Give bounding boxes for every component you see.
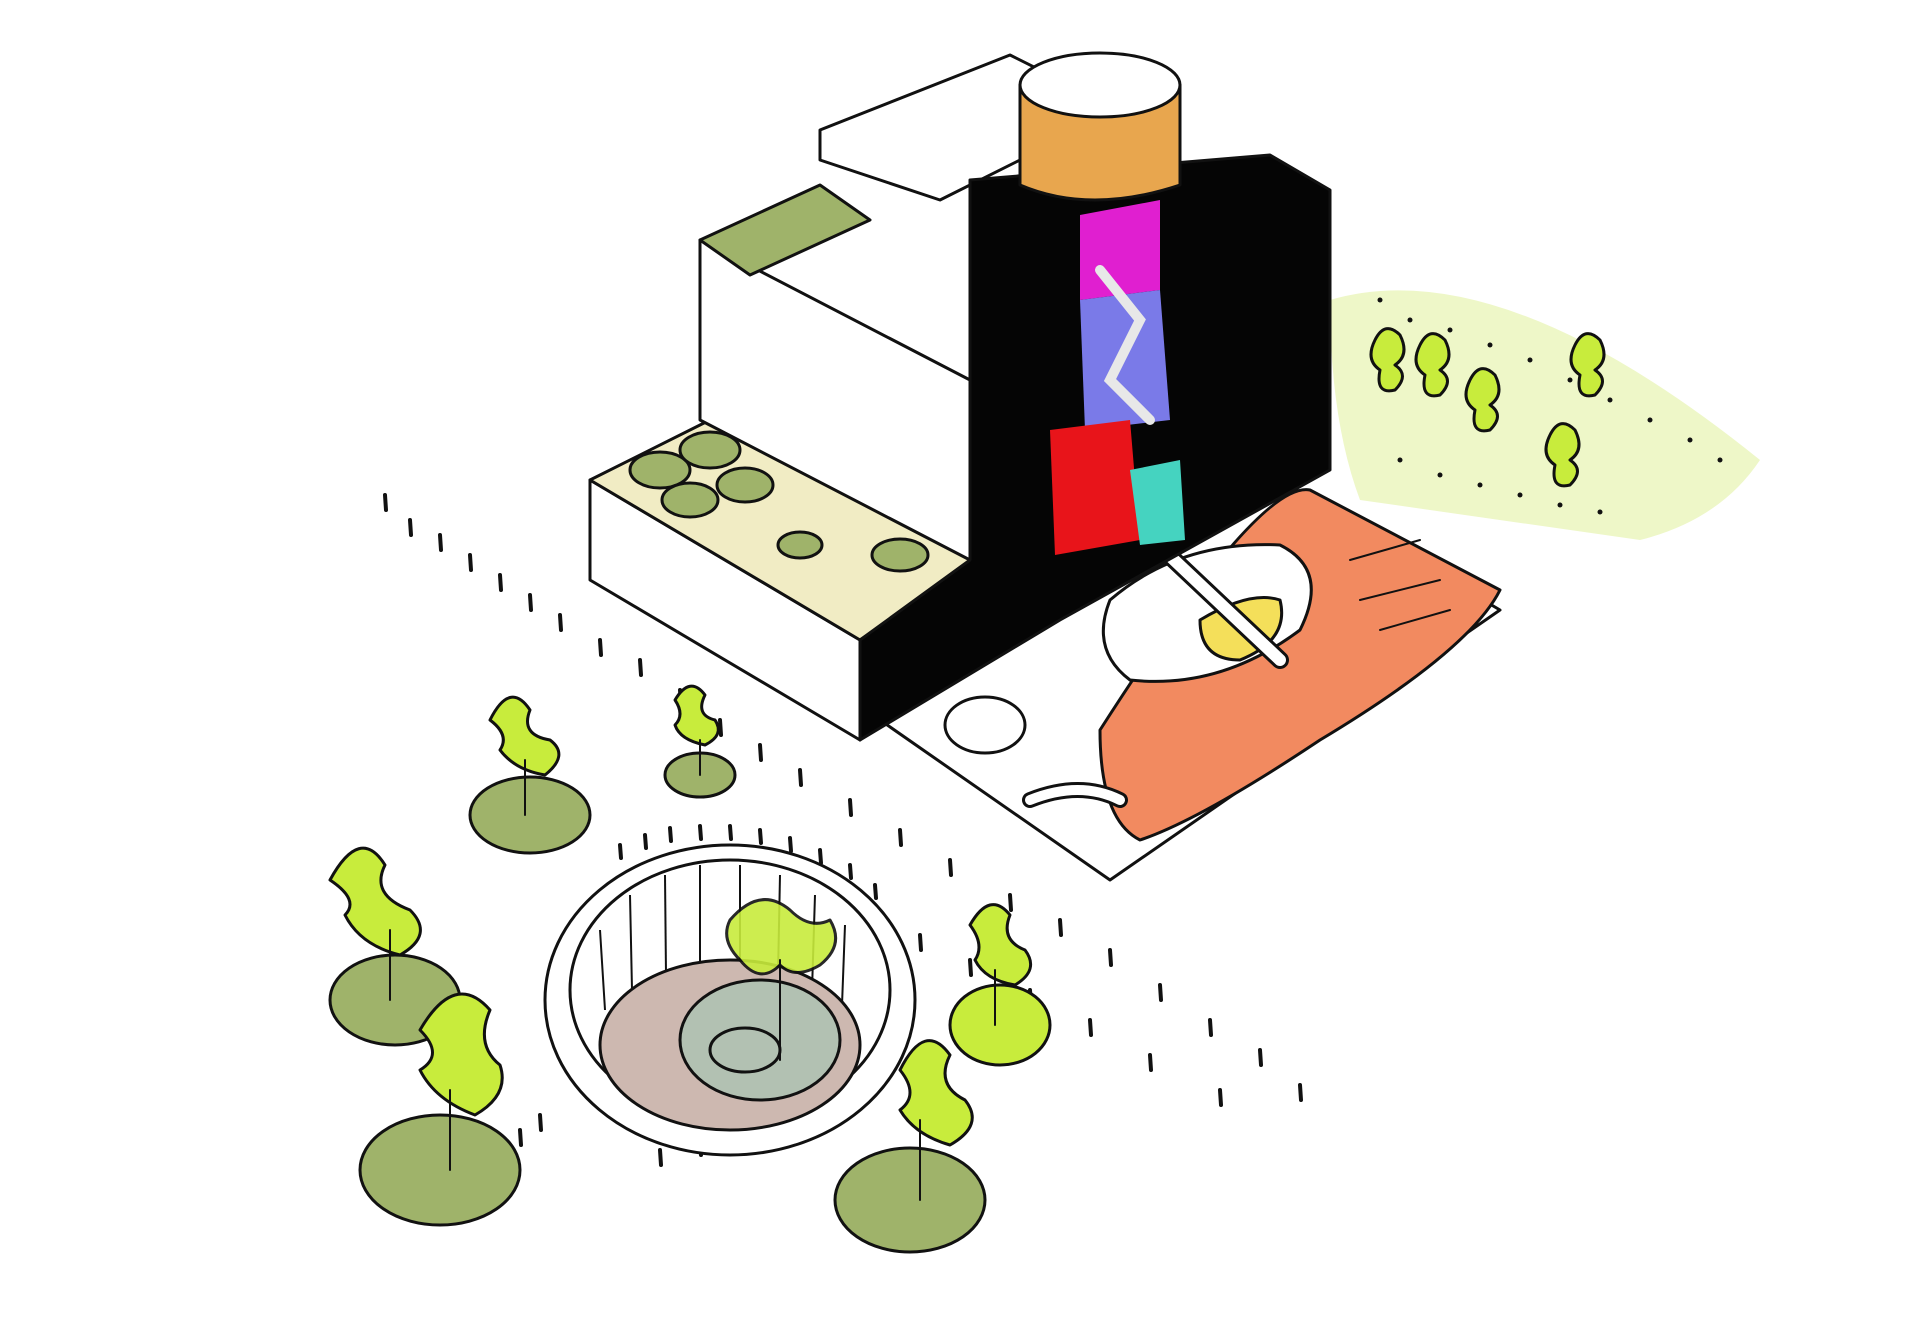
terrace-planters — [628, 430, 930, 573]
tree-5 — [948, 903, 1052, 1067]
plaza-benches — [1349, 539, 1451, 631]
plaza-deck — [1098, 488, 1502, 842]
tree-7 — [725, 898, 838, 1061]
tree-6 — [833, 1039, 987, 1254]
tree-2 — [663, 684, 737, 799]
atrium-stair — [1095, 265, 1155, 425]
atrium-red — [1050, 420, 1140, 555]
pit-people — [618, 824, 878, 900]
atrium-cyan — [1130, 460, 1185, 545]
meadow-strip — [1330, 290, 1760, 540]
meadow-trees — [1369, 327, 1606, 488]
pit-core — [708, 1026, 782, 1074]
small-round-court — [943, 695, 1027, 755]
lower-ramp-inner — [1025, 785, 1125, 805]
lime-canopy-trees — [328, 684, 1052, 1254]
meadow-dots — [1377, 297, 1723, 515]
upper-terrace — [698, 183, 872, 277]
orange-drum-top — [1018, 51, 1182, 119]
tree-1 — [468, 695, 592, 855]
tree-4 — [358, 992, 522, 1227]
atrium-magenta — [1080, 200, 1160, 300]
